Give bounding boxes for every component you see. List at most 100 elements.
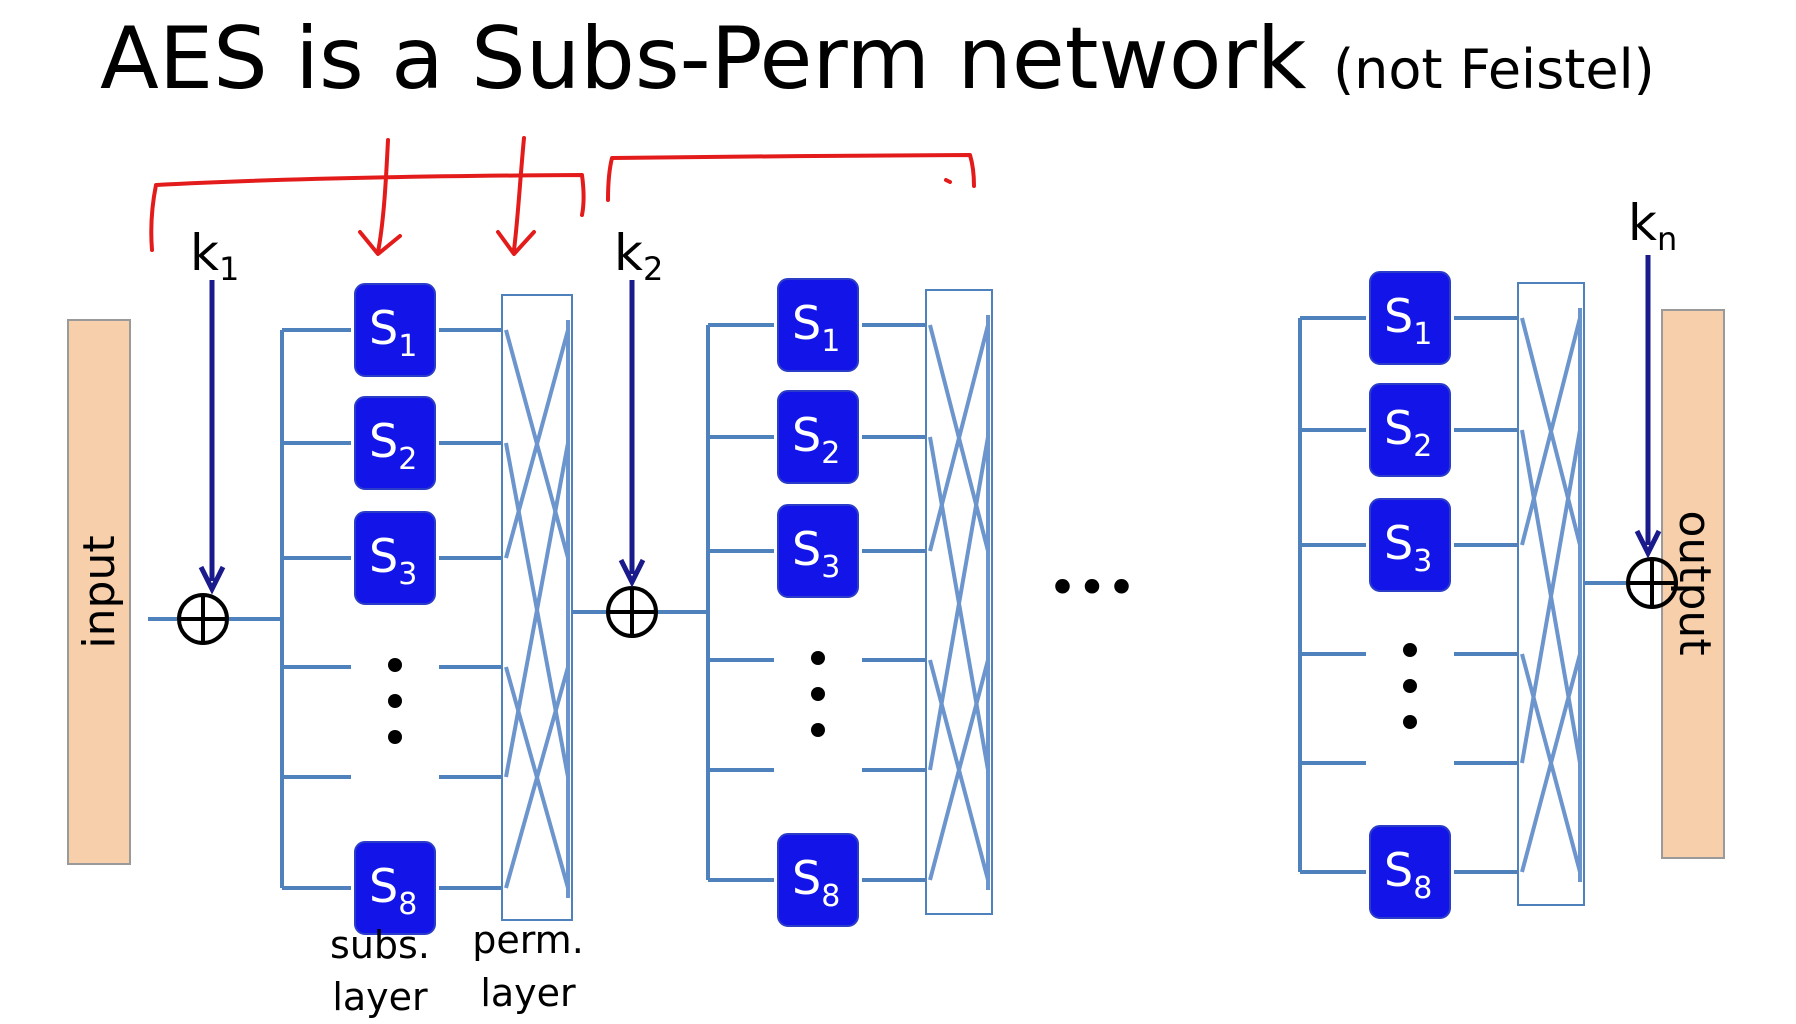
ellipsis-dot — [811, 723, 825, 737]
sbox-box — [1369, 825, 1451, 919]
sbox-box — [777, 390, 859, 484]
title-main: AES is a Subs-Perm network — [100, 9, 1307, 109]
sbox-index: 1 — [398, 329, 417, 364]
sbox-1: S1 — [354, 283, 436, 377]
sbox-box — [777, 833, 859, 927]
ellipsis-dot — [388, 730, 402, 744]
key-letter: k — [190, 224, 219, 282]
sbox-index: 8 — [821, 879, 840, 914]
round-bracket-1 — [149, 173, 586, 252]
key-index: 2 — [643, 250, 663, 288]
sbox-label: S2 — [792, 408, 840, 471]
perm-wire — [504, 442, 570, 778]
perm-layer-box — [925, 289, 993, 915]
key-2: k2 — [572, 224, 708, 638]
sbox-box — [1369, 271, 1451, 365]
perm-wire — [1520, 429, 1582, 764]
sbox-letter: S — [1384, 401, 1413, 455]
sbox-label: S1 — [1384, 289, 1432, 352]
subs-caption-line1: subs. — [330, 923, 430, 967]
sbox-label: S3 — [792, 522, 840, 585]
sbox-letter: S — [792, 296, 821, 350]
sbox-letter: S — [1384, 289, 1413, 343]
ellipsis-dot — [388, 658, 402, 672]
output-block: output — [1661, 309, 1725, 859]
input-label: input — [74, 535, 125, 648]
sbox-label: S1 — [369, 301, 417, 364]
sbox-3: S3 — [354, 511, 436, 605]
sbox-letter: S — [369, 301, 398, 355]
sbox-index: 1 — [1413, 317, 1432, 352]
perm-wire — [928, 659, 990, 881]
perm-wire — [928, 324, 990, 552]
sbox-label: S3 — [1384, 516, 1432, 579]
red-annotation — [149, 136, 976, 256]
perm-wire — [1520, 653, 1582, 873]
sbox-box — [777, 278, 859, 372]
sbox-index: 3 — [1413, 544, 1432, 579]
key-arrowhead — [1634, 529, 1662, 559]
sbox-label: S8 — [1384, 843, 1432, 906]
perm-caption-line2: layer — [480, 971, 576, 1015]
round-bracket-2 — [606, 153, 976, 202]
sbox-8: S8 — [354, 841, 436, 935]
key-letter: k — [614, 224, 643, 282]
title: AES is a Subs-Perm network (not Feistel) — [100, 9, 1655, 109]
sbox-index: 8 — [398, 887, 417, 922]
sbox-1: S1 — [777, 278, 859, 372]
sbox-box — [1369, 498, 1451, 592]
sbox-box — [354, 841, 436, 935]
sbox-box — [1369, 383, 1451, 477]
key-index: n — [1657, 220, 1677, 258]
sbox-2: S2 — [777, 390, 859, 484]
rounds-ellipsis: ••• — [1048, 559, 1136, 617]
sbox-index: 3 — [821, 550, 840, 585]
sbox-box — [354, 283, 436, 377]
sbox-index: 3 — [398, 557, 417, 592]
sbox-2: S2 — [354, 396, 436, 490]
sbox-8: S8 — [777, 833, 859, 927]
input-block: input — [67, 319, 131, 865]
sbox-letter: S — [369, 859, 398, 913]
sbox-letter: S — [1384, 516, 1413, 570]
ellipsis-dot — [1403, 715, 1417, 729]
key-1: k1 — [148, 224, 282, 645]
perm-wire — [504, 329, 570, 559]
arrow-to-subs-layer — [358, 138, 402, 256]
sbox-index: 2 — [821, 436, 840, 471]
sbox-3: S3 — [1369, 498, 1451, 592]
sbox-label: S8 — [792, 851, 840, 914]
key-label: k2 — [614, 224, 663, 288]
ellipsis-dot — [1403, 643, 1417, 657]
perm-caption-line1: perm. — [472, 918, 584, 962]
perm-layer-box — [501, 294, 573, 921]
sbox-letter: S — [792, 851, 821, 905]
sbox-label: S1 — [792, 296, 840, 359]
sbox-index: 2 — [1413, 429, 1432, 464]
key-index: 1 — [219, 250, 239, 288]
perm-wire — [928, 436, 990, 771]
ellipsis-dot — [388, 694, 402, 708]
sbox-3: S3 — [777, 504, 859, 598]
layer-captions: subs. layer perm. layer — [330, 918, 584, 1019]
key-label: k1 — [190, 224, 239, 288]
sbox-letter: S — [1384, 843, 1413, 897]
ellipsis-dot — [1403, 679, 1417, 693]
sbox-box — [354, 396, 436, 490]
perm-wire — [504, 666, 570, 889]
sbox-label: S3 — [369, 529, 417, 592]
title-sub: (not Feistel) — [1333, 38, 1655, 101]
key-arrowhead — [618, 558, 646, 588]
ellipsis-dot — [811, 651, 825, 665]
sbox-label: S2 — [369, 414, 417, 477]
sbox-label: S8 — [369, 859, 417, 922]
red-dot — [944, 178, 952, 184]
key-n: kn — [1584, 194, 1678, 609]
sbox-2: S2 — [1369, 383, 1451, 477]
sbox-index: 8 — [1413, 871, 1432, 906]
sbox-letter: S — [369, 529, 398, 583]
